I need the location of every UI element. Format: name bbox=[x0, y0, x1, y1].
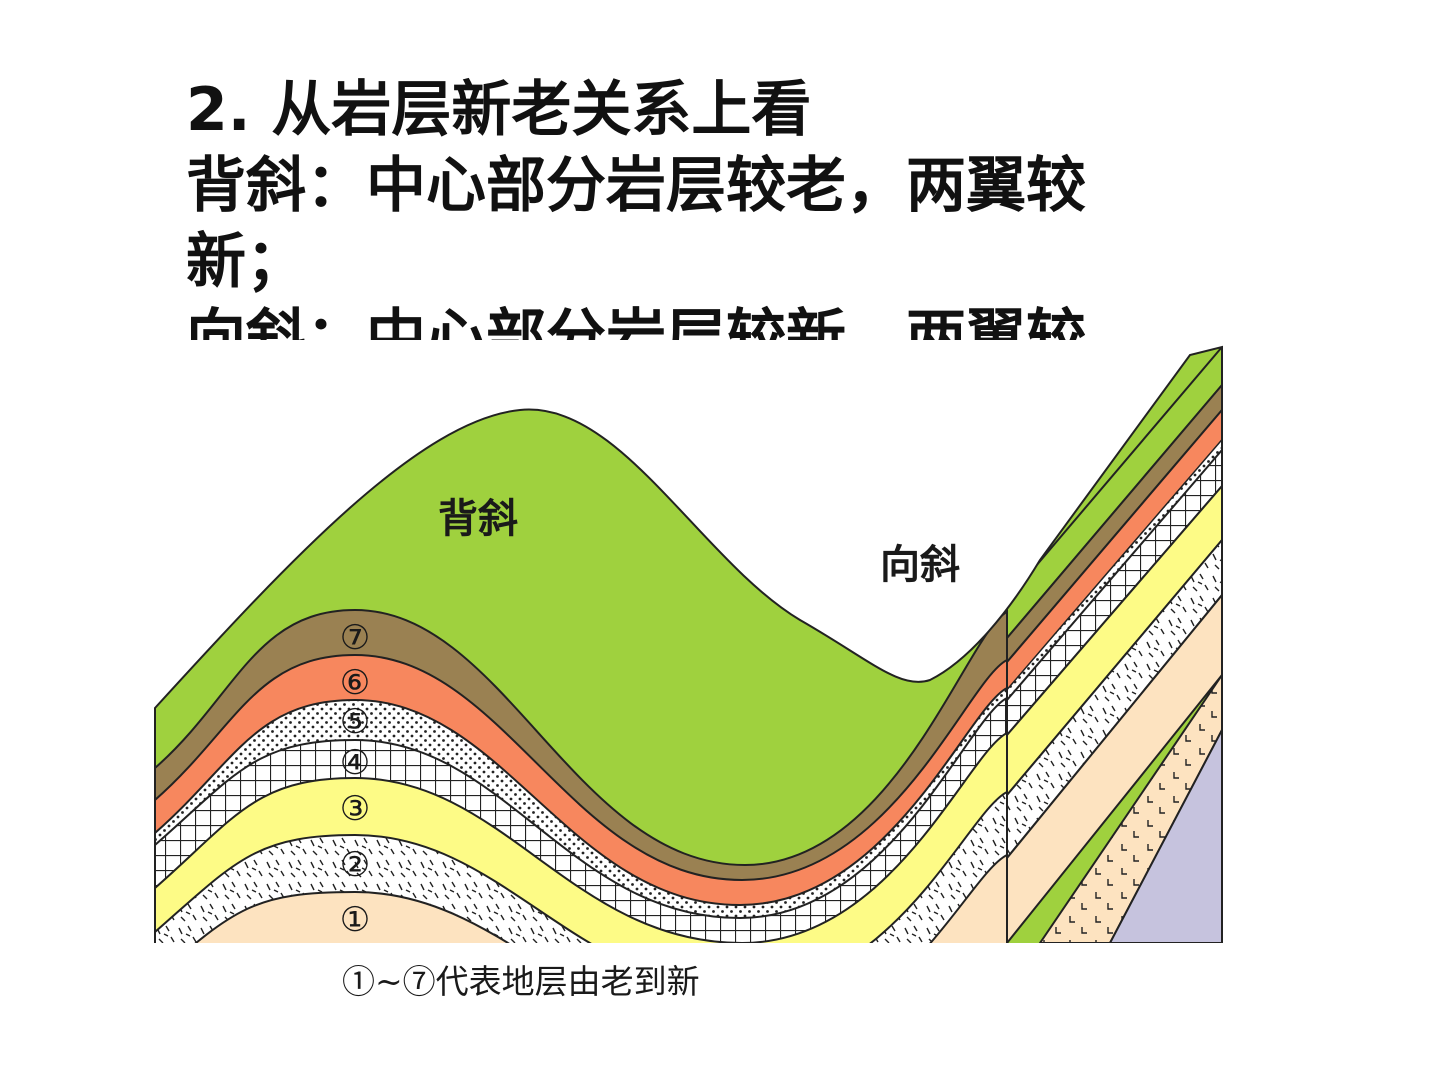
layer-6-label: ⑥ bbox=[340, 663, 370, 703]
layer-2-label: ② bbox=[340, 845, 370, 885]
title-line-4: 向斜：中心部分岩层较新，两翼较 bbox=[186, 303, 1086, 340]
layer-3-label: ③ bbox=[340, 789, 370, 829]
layer-7-label: ⑦ bbox=[340, 618, 370, 658]
layer-2 bbox=[155, 790, 1008, 943]
slide-title: 2. 从岩层新老关系上看 背斜：中心部分岩层较老，两翼较 新； 向斜：中心部分岩… bbox=[186, 72, 1186, 340]
side-face bbox=[1006, 347, 1222, 943]
layer-1-label: ① bbox=[340, 900, 370, 940]
layer-3 bbox=[155, 731, 1008, 943]
caption: ①~⑦代表地层由老到新 bbox=[342, 962, 700, 1001]
title-line-1: 2. 从岩层新老关系上看 bbox=[186, 75, 812, 145]
anticline-label: 背斜 bbox=[438, 495, 518, 542]
strata-group bbox=[155, 347, 1222, 943]
title-line-3: 新； bbox=[186, 227, 306, 297]
syncline-label: 向斜 bbox=[880, 541, 960, 588]
layer-4-label: ④ bbox=[340, 743, 370, 783]
layer-1 bbox=[155, 853, 1008, 943]
layer-labels: ⑦ ⑥⑤④ ③ ② ① bbox=[340, 618, 370, 940]
title-line-2: 背斜：中心部分岩层较老，两翼较 bbox=[186, 151, 1086, 221]
block-outline bbox=[154, 345, 1223, 943]
layer-5-label: ⑤ bbox=[340, 702, 370, 742]
